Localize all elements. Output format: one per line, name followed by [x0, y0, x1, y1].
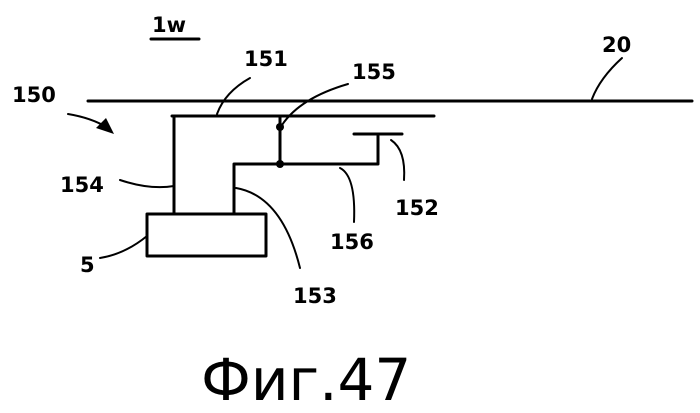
figure-caption: Фиг.47 — [201, 346, 411, 413]
leader-152 — [391, 140, 404, 180]
label-150: 150 — [12, 83, 56, 107]
leader-156 — [340, 168, 354, 222]
leader-154 — [120, 180, 174, 187]
arm-153-156 — [234, 136, 378, 214]
label-153: 153 — [293, 284, 337, 308]
view-label: 1w — [152, 13, 186, 37]
leader-151 — [217, 78, 250, 114]
label-20: 20 — [602, 33, 631, 57]
leader-20 — [592, 58, 622, 99]
leader-155 — [282, 84, 348, 125]
label-151: 151 — [244, 47, 288, 71]
arrow-150-head — [96, 118, 114, 134]
block-5 — [147, 214, 266, 256]
label-154: 154 — [60, 173, 104, 197]
label-155: 155 — [352, 60, 396, 84]
label-156: 156 — [330, 230, 374, 254]
label-5: 5 — [80, 253, 95, 277]
label-152: 152 — [395, 196, 439, 220]
junction-dot-lower — [276, 160, 284, 168]
leader-5 — [100, 236, 147, 258]
